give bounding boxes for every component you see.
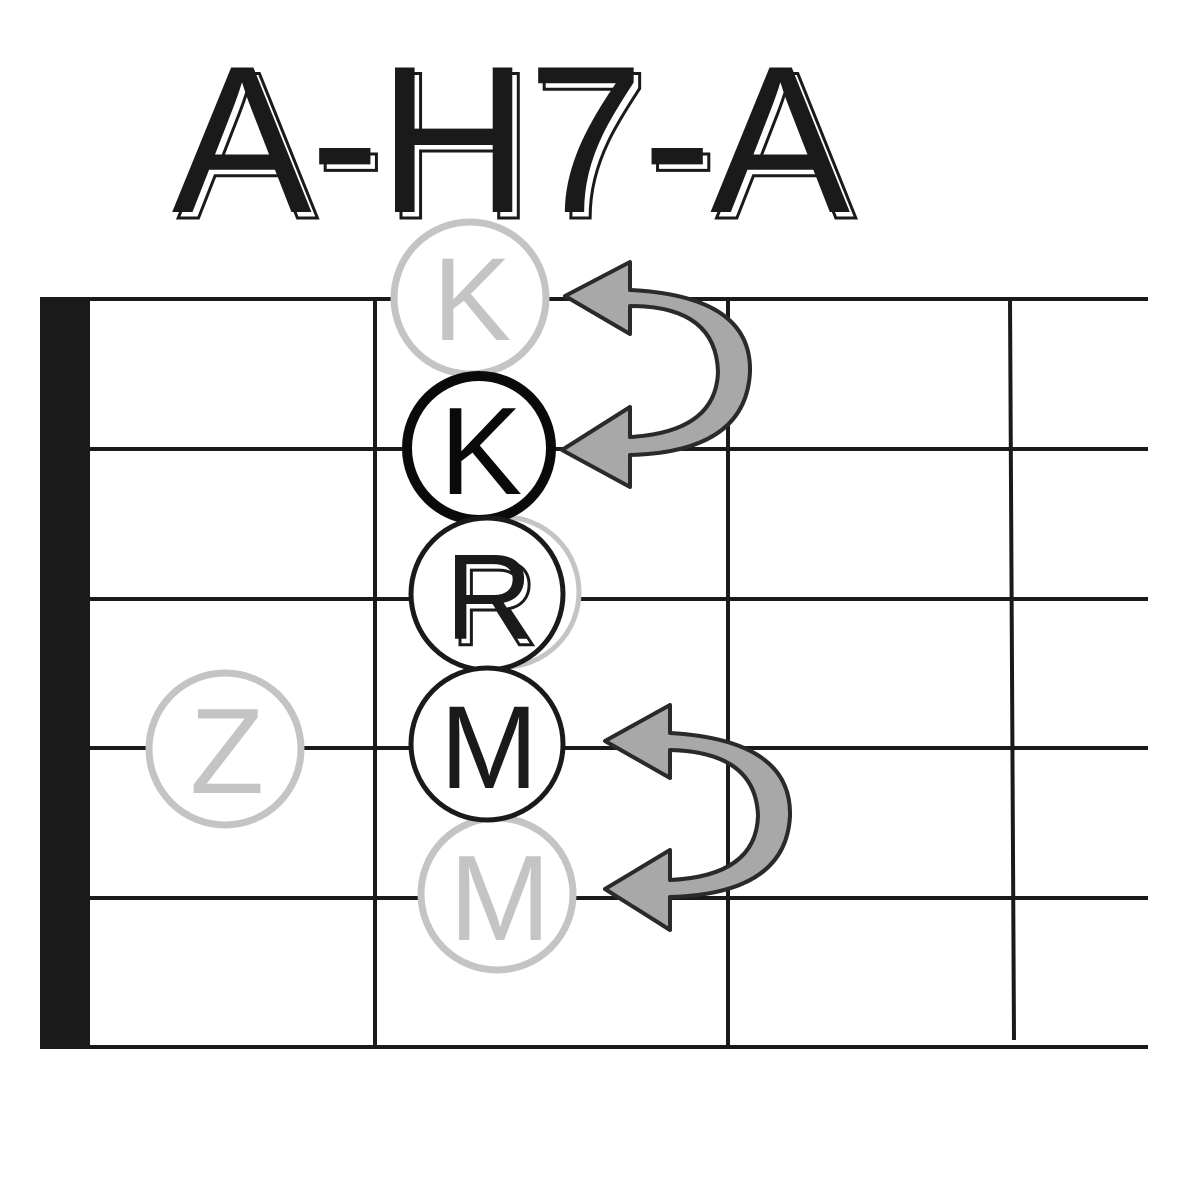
ghost-circle bbox=[145, 669, 305, 829]
fret-3 bbox=[1008, 298, 1016, 1041]
arrow-body bbox=[560, 260, 753, 489]
marker-letter: K bbox=[440, 383, 523, 521]
marker-letter: M bbox=[440, 682, 538, 814]
ghost-letter: Z bbox=[190, 683, 265, 819]
chord-title-text: A-H7-A bbox=[172, 22, 850, 257]
ghost-marker-m: M bbox=[417, 814, 577, 974]
arrow-body bbox=[603, 703, 793, 932]
marker-letter: R bbox=[445, 529, 533, 665]
fretboard bbox=[40, 297, 1148, 1049]
ghost-marker-k: K bbox=[390, 218, 550, 378]
chord-title-shadow: A-H7-A bbox=[178, 28, 856, 263]
strings bbox=[62, 297, 1148, 1049]
nut bbox=[40, 297, 90, 1049]
curved-double-arrow-icon bbox=[560, 260, 753, 489]
marker-r: R R bbox=[408, 515, 566, 673]
marker-circle bbox=[408, 665, 566, 823]
ghost-letter: K bbox=[433, 234, 512, 366]
marker-letter-shadow: R bbox=[450, 535, 538, 671]
curved-double-arrow-icon bbox=[603, 703, 793, 932]
ghost-marker-z: Z bbox=[145, 669, 305, 829]
chord-title: A-H7-A A-H7-A bbox=[172, 22, 860, 265]
ghost-letter: M bbox=[449, 830, 551, 966]
marker-m: M bbox=[408, 665, 566, 823]
marker-k-bold: K bbox=[402, 371, 556, 525]
